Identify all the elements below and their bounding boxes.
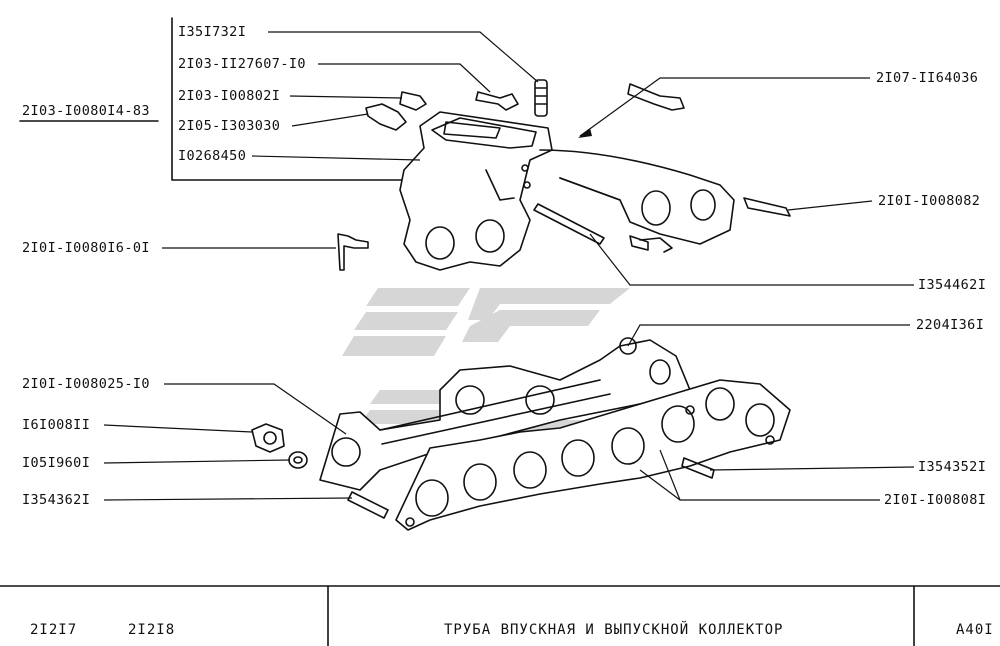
label-p5: I0268450	[178, 148, 247, 164]
title-block-frame	[0, 585, 1000, 646]
label-p4: 2I05-I303030	[178, 118, 281, 134]
label-p8: 2I0I-I0080I6-0I	[22, 240, 150, 256]
label-p6: 2I07-II64036	[876, 70, 979, 86]
label-p14: I354362I	[22, 492, 91, 508]
label-p16: 2I0I-I00808I	[884, 492, 987, 508]
label-p10: 2204I36I	[916, 317, 985, 333]
intake-manifold	[399, 111, 735, 271]
arrow-head	[578, 128, 592, 138]
leader-lines	[103, 31, 915, 501]
upper-parts	[337, 79, 791, 271]
label-p13: I05I960I	[22, 455, 91, 471]
label-assembly: 2I03-I0080I4-83	[22, 103, 150, 119]
drawing-title: ТРУБА ВПУСКНАЯ И ВЫПУСКНОЙ КОЛЛЕКТОР	[444, 622, 784, 638]
label-p3: 2I03-I00802I	[178, 88, 281, 104]
lower-parts	[251, 423, 715, 519]
assembly-bracket	[171, 17, 411, 181]
label-p11: 2I0I-I008025-I0	[22, 376, 150, 392]
label-p12: I6I008II	[22, 417, 91, 433]
label-p1: I35I732I	[178, 24, 247, 40]
label-p9: I354462I	[918, 277, 987, 293]
model-code-a: 2I2I7	[30, 622, 78, 638]
label-p15: I354352I	[918, 459, 987, 475]
label-p2: 2I03-II27607-I0	[178, 56, 306, 72]
drawing	[19, 17, 791, 531]
title-block: 2I2I7 2I2I8 ТРУБА ВПУСКНАЯ И ВЫПУСКНОЙ К…	[0, 586, 1000, 646]
sheet-number: А40I	[956, 622, 994, 638]
manifold-gasket	[395, 379, 791, 531]
label-p7: 2I0I-I008082	[878, 193, 981, 209]
model-code-b: 2I2I8	[128, 622, 176, 638]
